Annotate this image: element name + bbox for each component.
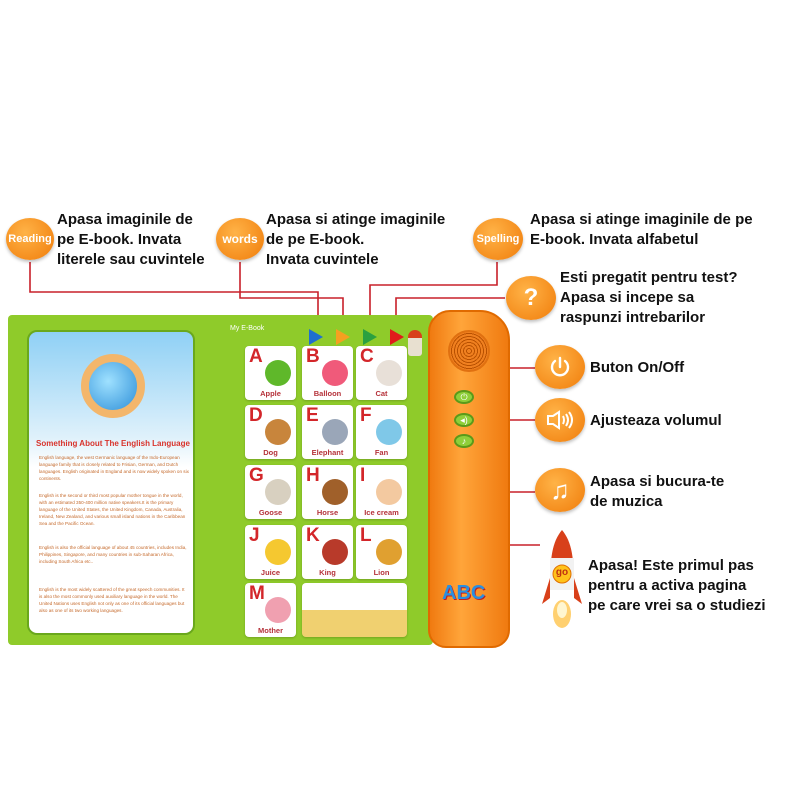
card-word: Mother bbox=[258, 626, 283, 635]
power-caption: Buton On/Off bbox=[590, 359, 685, 376]
letter-card[interactable]: G Goose bbox=[245, 465, 296, 519]
card-letter: I bbox=[360, 465, 366, 486]
card-picture bbox=[322, 479, 348, 505]
card-letter: E bbox=[306, 405, 319, 426]
card-word: Ice cream bbox=[364, 508, 399, 517]
card-picture bbox=[322, 419, 348, 445]
speaker-icon bbox=[535, 398, 585, 442]
card-picture bbox=[265, 479, 291, 505]
card-word: Lion bbox=[373, 568, 390, 577]
card-letter: G bbox=[249, 465, 264, 486]
card-letter: L bbox=[360, 525, 372, 546]
ebook-header: My E-Book bbox=[230, 325, 265, 332]
letter-card[interactable]: C Cat bbox=[356, 346, 407, 400]
test-caption: Esti pregatit pentru test?Apasa si incep… bbox=[560, 269, 738, 326]
reading-pen: ⏻ ◂) ♪ ABC bbox=[428, 310, 510, 648]
rocket-icon: go bbox=[540, 528, 584, 632]
line-reading bbox=[29, 262, 319, 330]
card-word: Goose bbox=[258, 508, 283, 517]
music-note-icon: ♫ bbox=[535, 468, 585, 512]
card-picture bbox=[265, 539, 291, 565]
card-picture bbox=[322, 539, 348, 565]
card-letter: A bbox=[249, 346, 263, 367]
card-word: Balloon bbox=[313, 389, 342, 398]
paragraph: English is the second or third most popu… bbox=[39, 493, 186, 526]
letter-card[interactable]: E Elephant bbox=[302, 405, 353, 459]
card-picture bbox=[376, 419, 402, 445]
paragraph: English language, the west Germanic lang… bbox=[39, 455, 189, 481]
letter-card[interactable]: B Balloon bbox=[302, 346, 353, 400]
letter-card[interactable]: D Dog bbox=[245, 405, 296, 459]
left-page: Something About The English Language Eng… bbox=[27, 330, 195, 635]
card-word: Apple bbox=[260, 389, 281, 398]
card-word: Juice bbox=[260, 568, 281, 577]
line-words bbox=[239, 262, 344, 330]
go-button[interactable] bbox=[408, 330, 422, 356]
letter-card[interactable]: K King bbox=[302, 525, 353, 579]
card-letter: C bbox=[360, 346, 374, 367]
go-badge: go bbox=[555, 567, 569, 578]
card-word: Horse bbox=[316, 508, 339, 517]
globe-illustration bbox=[81, 354, 145, 418]
card-picture bbox=[265, 419, 291, 445]
card-word: Cat bbox=[375, 389, 388, 398]
words-badge: words bbox=[216, 218, 264, 260]
card-picture bbox=[376, 479, 402, 505]
music-button[interactable]: ♪ bbox=[454, 434, 474, 448]
card-word: Fan bbox=[374, 448, 389, 457]
card-picture bbox=[265, 360, 291, 386]
letter-card[interactable]: A Apple bbox=[245, 346, 296, 400]
tab-test[interactable] bbox=[390, 329, 404, 345]
paragraph: English is also the official language of… bbox=[39, 545, 187, 564]
volume-caption: Ajusteaza volumul bbox=[590, 412, 722, 429]
card-picture bbox=[322, 360, 348, 386]
abc-logo: ABC bbox=[442, 582, 486, 604]
speaker-grille bbox=[448, 330, 490, 372]
question-icon: ? bbox=[506, 276, 556, 320]
reading-badge: Reading bbox=[6, 218, 54, 260]
card-picture bbox=[376, 539, 402, 565]
line-spelling bbox=[369, 262, 498, 330]
card-letter: M bbox=[249, 583, 265, 604]
left-page-title: Something About The English Language bbox=[36, 439, 190, 448]
letter-card[interactable]: L Lion bbox=[356, 525, 407, 579]
letter-card[interactable]: J Juice bbox=[245, 525, 296, 579]
letter-card[interactable]: M Mother bbox=[245, 583, 296, 637]
card-letter: H bbox=[306, 465, 320, 486]
letter-card[interactable]: I Ice cream bbox=[356, 465, 407, 519]
tab-words[interactable] bbox=[336, 329, 350, 345]
card-picture bbox=[265, 597, 291, 623]
power-icon bbox=[535, 345, 585, 389]
card-letter: J bbox=[249, 525, 260, 546]
card-picture bbox=[376, 360, 402, 386]
tab-spelling[interactable] bbox=[363, 329, 377, 345]
card-letter: D bbox=[249, 405, 263, 426]
spelling-badge: Spelling bbox=[473, 218, 523, 260]
card-word: Dog bbox=[263, 448, 278, 457]
letter-card[interactable]: H Horse bbox=[302, 465, 353, 519]
card-letter: F bbox=[360, 405, 372, 426]
scene-card[interactable] bbox=[302, 583, 407, 637]
card-word: Elephant bbox=[311, 448, 344, 457]
power-button[interactable]: ⏻ bbox=[454, 390, 474, 404]
paragraph: English is the most widely scattered of … bbox=[39, 587, 185, 613]
card-word: King bbox=[319, 568, 336, 577]
card-letter: B bbox=[306, 346, 320, 367]
volume-button[interactable]: ◂) bbox=[454, 413, 474, 427]
letter-card[interactable]: F Fan bbox=[356, 405, 407, 459]
card-letter: K bbox=[306, 525, 320, 546]
tab-reading[interactable] bbox=[309, 329, 323, 345]
